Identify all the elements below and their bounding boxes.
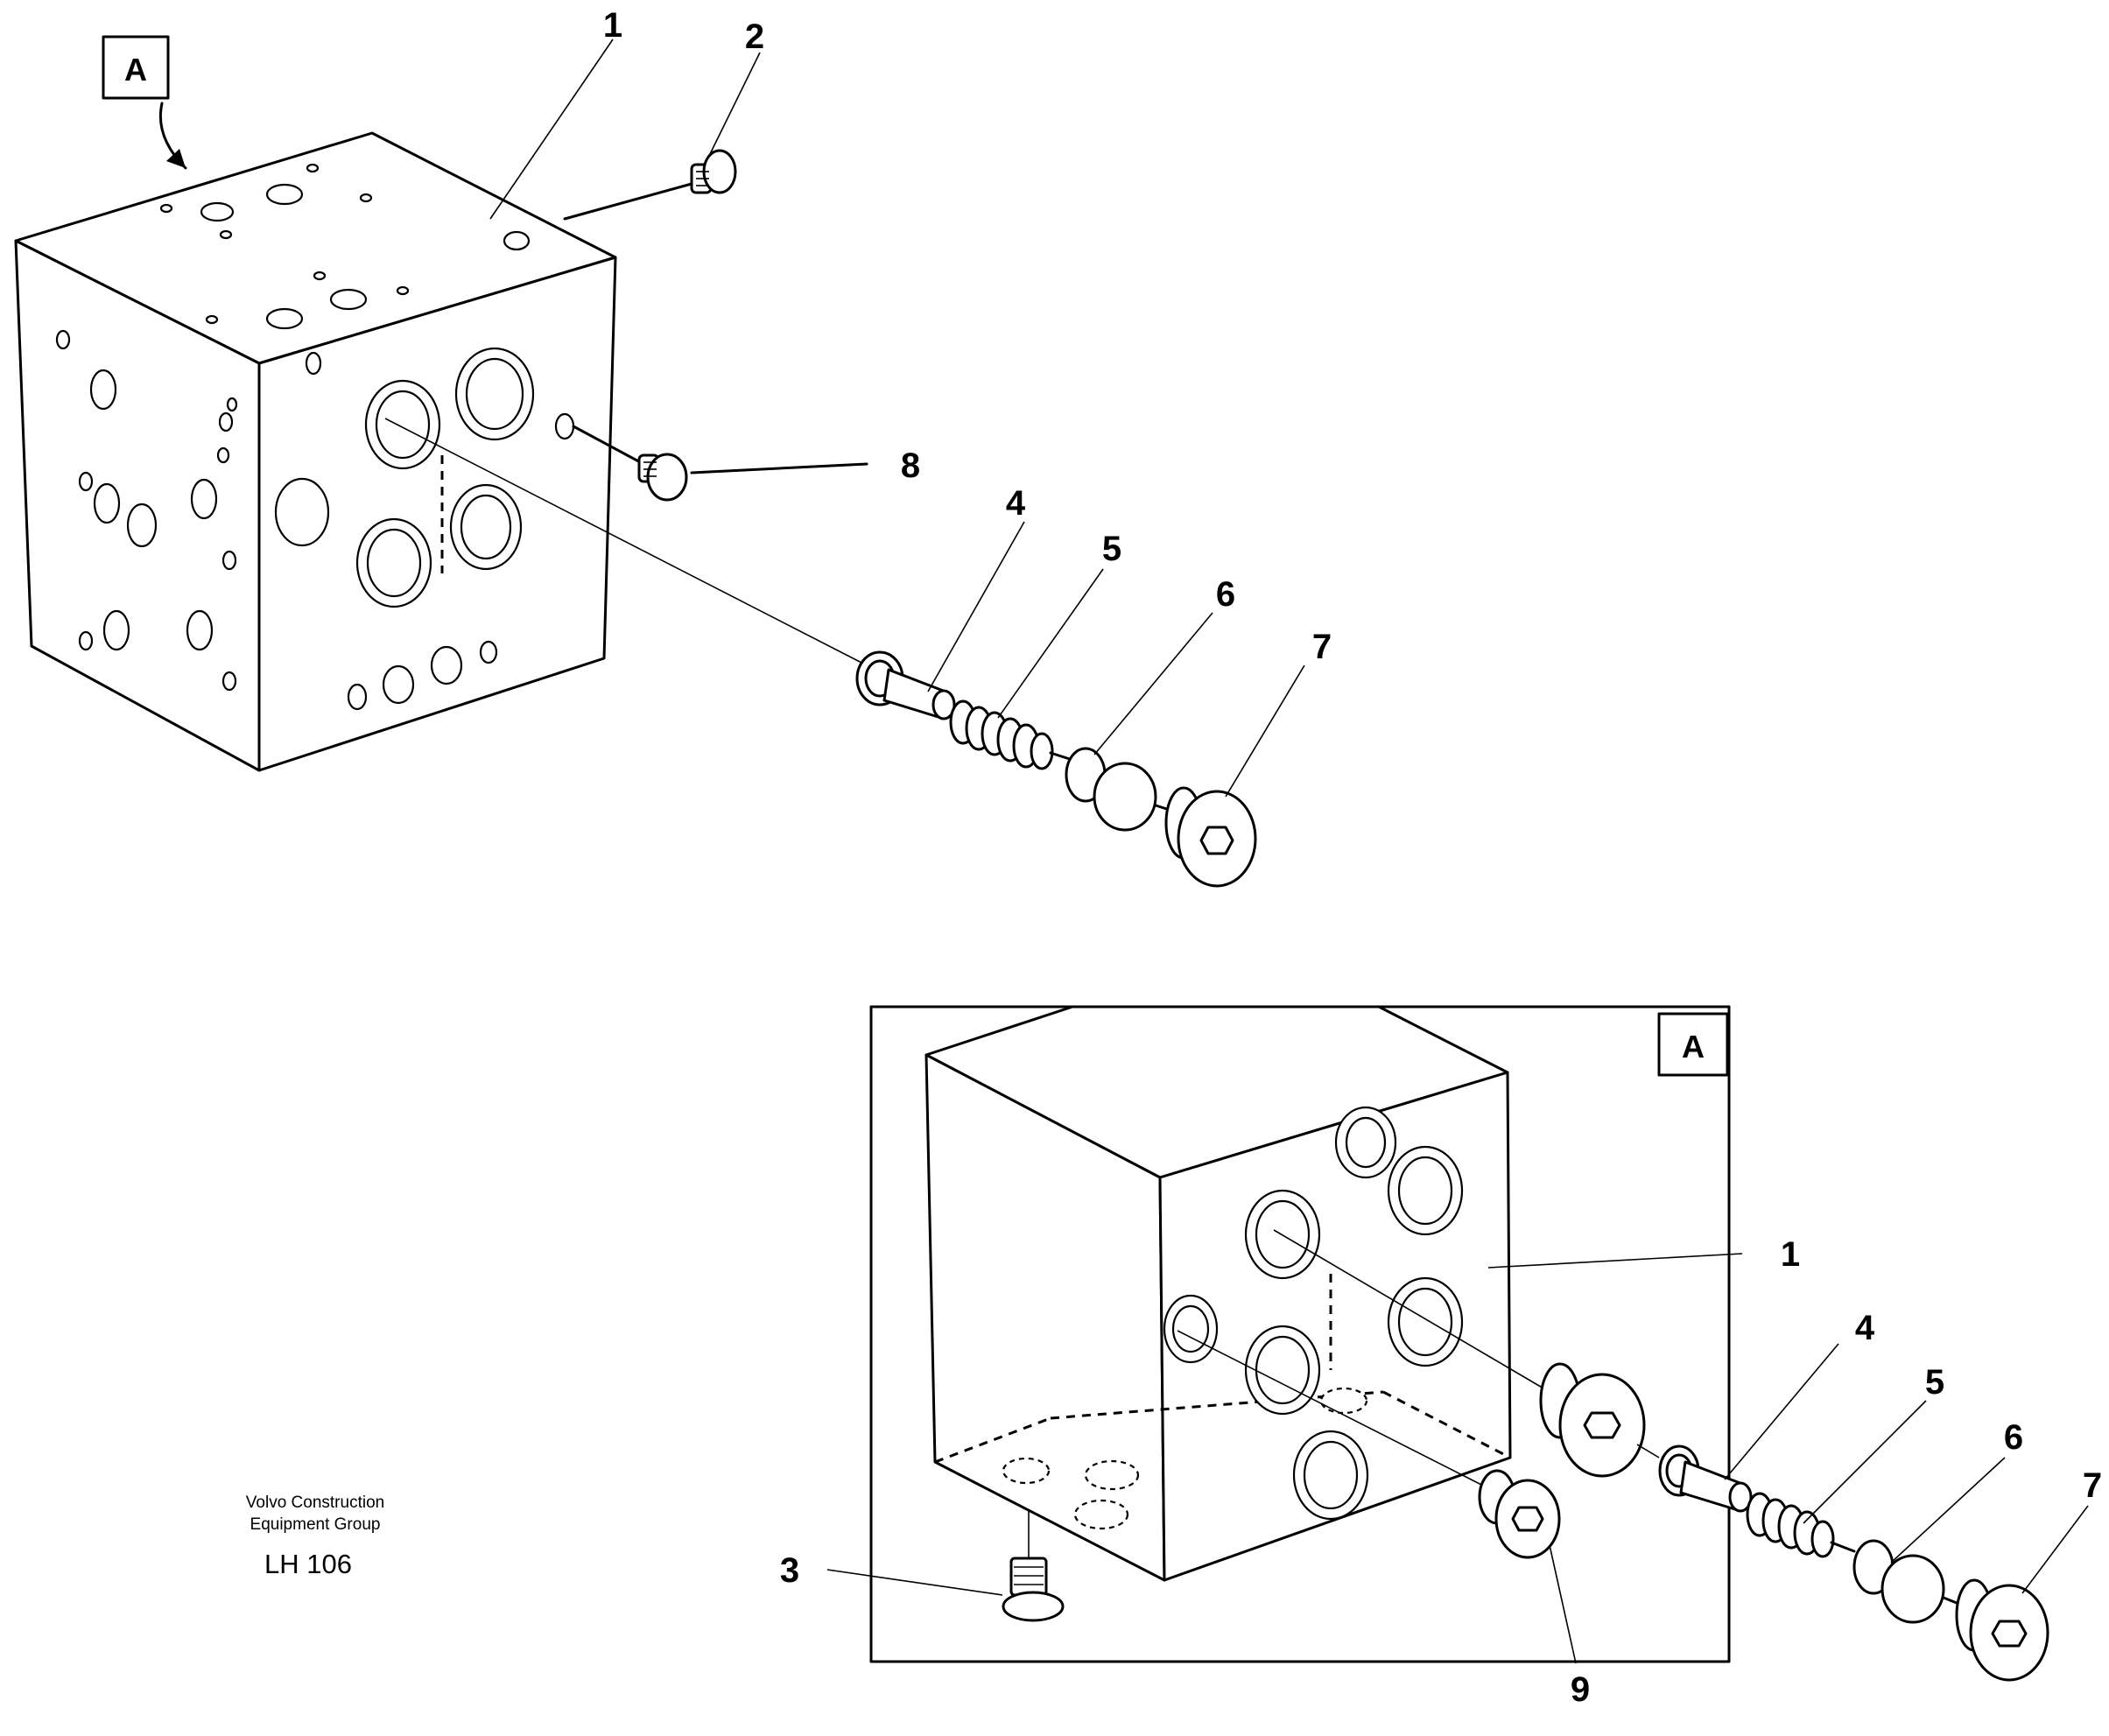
view-marker-label: A bbox=[124, 52, 147, 88]
footer: Volvo Construction Equipment Group LH 10… bbox=[246, 1494, 384, 1579]
upper-part-8-plug bbox=[572, 425, 868, 502]
lower-callout-5: 5 bbox=[1925, 1363, 1944, 1402]
lower-part-9-plug bbox=[1177, 1330, 1561, 1559]
upper-callouts: 1 2 8 4 5 6 7 bbox=[603, 6, 1332, 666]
upper-callout-5: 5 bbox=[1102, 530, 1121, 568]
upper-spring bbox=[949, 699, 1054, 770]
lower-part-3-plug bbox=[1002, 1510, 1065, 1622]
lower-callout-9: 9 bbox=[1571, 1670, 1590, 1709]
upper-leaders bbox=[489, 39, 1305, 798]
footer-company-line1: Volvo Construction bbox=[246, 1494, 384, 1512]
lower-callout-3: 3 bbox=[780, 1551, 799, 1590]
upper-callout-2: 2 bbox=[745, 18, 764, 56]
detail-marker-box bbox=[1657, 1012, 1729, 1077]
detail-marker-label: A bbox=[1682, 1029, 1705, 1065]
lower-callout-7: 7 bbox=[2083, 1466, 2102, 1505]
footer-code: LH 106 bbox=[264, 1549, 352, 1579]
upper-spool-assembly bbox=[384, 418, 1257, 888]
view-marker-box bbox=[102, 35, 170, 100]
upper-part-2-plug bbox=[563, 149, 737, 221]
upper-callout-8: 8 bbox=[901, 446, 920, 485]
upper-callout-6: 6 bbox=[1216, 575, 1235, 614]
upper-valve-block bbox=[14, 131, 617, 772]
upper-callout-7: 7 bbox=[1312, 628, 1332, 666]
lower-part-1-plug bbox=[1273, 1229, 1646, 1478]
lower-callout-6: 6 bbox=[2004, 1418, 2023, 1457]
detail-view-a: A bbox=[780, 1005, 2102, 1709]
upper-callout-1: 1 bbox=[603, 6, 622, 45]
view-arrow: A bbox=[102, 35, 187, 170]
lower-callout-1: 1 bbox=[1781, 1235, 1800, 1274]
upper-callout-4: 4 bbox=[1006, 484, 1026, 523]
lower-spool-assembly bbox=[1636, 1444, 2049, 1682]
footer-company-line2: Equipment Group bbox=[250, 1515, 381, 1534]
lower-callout-4: 4 bbox=[1855, 1309, 1875, 1347]
